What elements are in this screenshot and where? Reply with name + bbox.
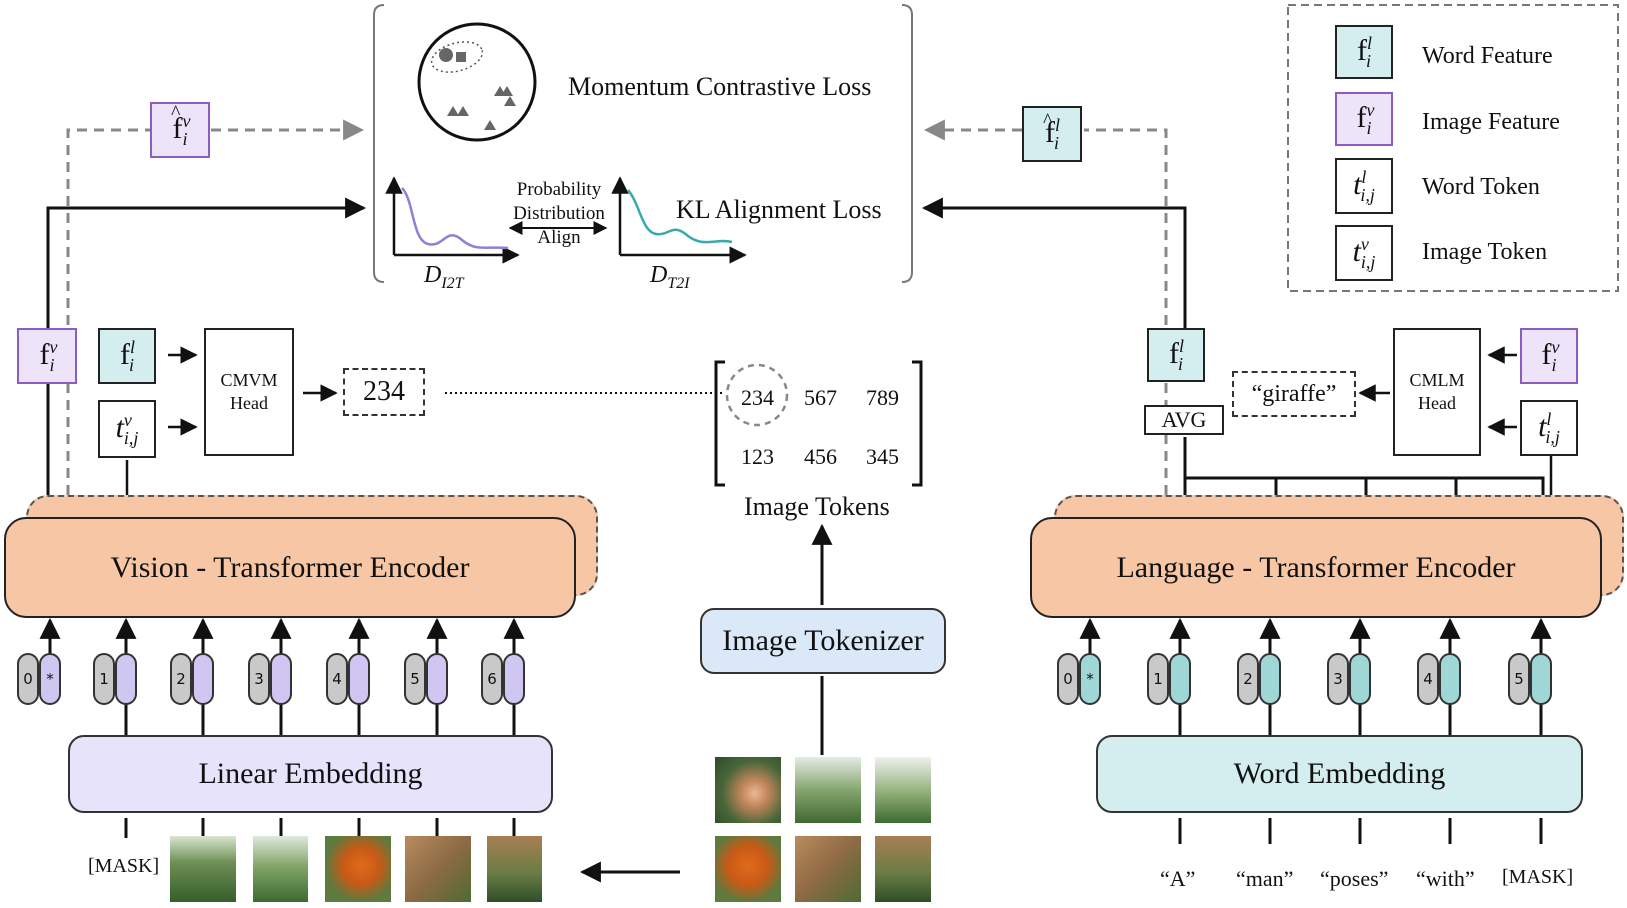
image-feature-input-box: fvi (1520, 328, 1578, 384)
hat-icon: ^ (1043, 110, 1053, 132)
image-patch (715, 836, 781, 902)
predicted-word-box: “giraffe” (1232, 371, 1356, 417)
token-index: 1 (1147, 653, 1169, 705)
legend-frame (1287, 4, 1619, 292)
language-momentum-dashed-line (1084, 128, 1168, 495)
image-token-value: 234 (741, 385, 774, 410)
image-patch (487, 836, 542, 902)
word-feature-hat-box: fli ^ (1022, 106, 1082, 162)
token-index: 5 (1508, 653, 1530, 705)
image-patch (875, 836, 931, 902)
mask-patch-label: [MASK] (88, 855, 160, 877)
image-patch (875, 757, 931, 823)
tokens-bracket-left (714, 360, 725, 487)
image-patch (253, 836, 308, 902)
legend-label: Image Token (1422, 239, 1548, 265)
t2i-distribution-plot (611, 176, 747, 264)
patch-token (270, 653, 292, 705)
token-index: 2 (1237, 653, 1259, 705)
predicted-token-box: 234 (343, 368, 425, 416)
momentum-loss-label: Momentum Contrastive Loss (568, 72, 872, 101)
d-t2i-label: DT2I (650, 262, 690, 292)
kl-loss-label: KL Alignment Loss (676, 195, 882, 224)
vision-encoder: Vision - Transformer Encoder (4, 517, 576, 618)
word-embedding: Word Embedding (1096, 735, 1583, 813)
vision-kl-solid-line (46, 197, 367, 495)
legend-label: Word Feature (1422, 43, 1553, 69)
i2t-distribution-plot (385, 176, 520, 264)
legend-label: Word Token (1422, 174, 1540, 200)
legend-image-feature-swatch: fvi (1335, 92, 1393, 146)
input-word-mask: [MASK] (1502, 866, 1574, 888)
image-patch (405, 836, 471, 902)
token-index: 2 (170, 653, 192, 705)
language-kl-solid-line (921, 197, 1187, 330)
token-index: 5 (404, 653, 426, 705)
token-index: 3 (1327, 653, 1349, 705)
image-patch (795, 757, 861, 823)
legend-label: Image Feature (1422, 109, 1560, 135)
legend-word-token-swatch: tli,j (1335, 158, 1393, 214)
image-patch (325, 836, 391, 902)
word-token (1439, 653, 1461, 705)
image-patch (795, 836, 861, 902)
image-token-input-box: tvi,j (98, 400, 156, 458)
image-token-value: 789 (866, 385, 899, 410)
word-token (1169, 653, 1191, 705)
token-index: 0 (17, 653, 39, 705)
token-index: 6 (481, 653, 503, 705)
image-tokens-label: Image Tokens (744, 492, 890, 521)
selected-token-circle (725, 363, 789, 427)
word-token (1349, 653, 1371, 705)
image-patch (170, 836, 236, 902)
input-word: “man” (1236, 866, 1294, 891)
word-token-input-box: tli,j (1520, 400, 1578, 456)
token-index: 1 (93, 653, 115, 705)
cls-token: * (39, 653, 61, 705)
token-index: 0 (1057, 653, 1079, 705)
input-word: “poses” (1320, 866, 1389, 891)
word-feature-input-box: fli (98, 328, 156, 384)
token-index: 4 (1417, 653, 1439, 705)
loss-bracket-left (373, 4, 385, 283)
word-feature-box: fli (1147, 328, 1205, 382)
avg-pool-box: AVG (1144, 405, 1224, 435)
loss-bracket-right (901, 4, 913, 283)
prob-align-label: Probability Distribution Align (513, 179, 605, 248)
token-index: 4 (326, 653, 348, 705)
legend-word-feature-swatch: fli (1335, 25, 1393, 79)
tokens-bracket-right (912, 360, 923, 487)
image-token-value: 567 (804, 385, 837, 410)
hat-icon: ^ (171, 102, 181, 124)
patch-token (348, 653, 370, 705)
language-encoder: Language - Transformer Encoder (1030, 517, 1602, 618)
image-token-value: 345 (866, 444, 899, 469)
patch-token (426, 653, 448, 705)
token-index: 3 (248, 653, 270, 705)
image-patch (715, 757, 781, 823)
cls-token: * (1079, 653, 1101, 705)
image-token-value: 123 (741, 444, 774, 469)
legend-image-token-swatch: tvi,j (1335, 225, 1393, 281)
d-i2t-label: DI2T (424, 262, 464, 292)
word-token (1530, 653, 1552, 705)
cmvm-head: CMVM Head (204, 328, 294, 456)
image-tokenizer: Image Tokenizer (700, 608, 946, 674)
embedding-space-icon (417, 22, 537, 142)
word-token (1259, 653, 1281, 705)
patch-token (503, 653, 525, 705)
cmlm-head: CMLM Head (1393, 328, 1481, 456)
image-feature-hat-box: fvi ^ (150, 102, 210, 158)
linear-embedding: Linear Embedding (68, 735, 553, 813)
input-word: “with” (1416, 866, 1475, 891)
input-word: “A” (1160, 866, 1196, 891)
image-token-value: 456 (804, 444, 837, 469)
patch-token (192, 653, 214, 705)
patch-token (115, 653, 137, 705)
image-feature-box: fvi (17, 328, 77, 384)
